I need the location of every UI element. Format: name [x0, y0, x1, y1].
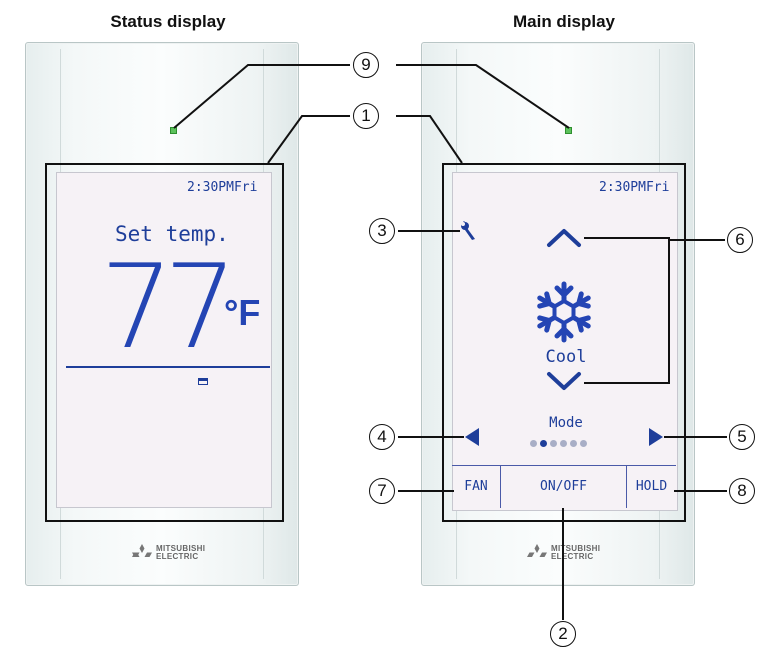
- mode-dot: [530, 440, 537, 447]
- callout-4: 4: [369, 424, 395, 450]
- temperature-value: 77: [100, 240, 238, 375]
- status-screen[interactable]: [56, 172, 272, 508]
- mode-dot-active: [540, 440, 547, 447]
- mode-dot: [570, 440, 577, 447]
- brand-name-line2: ELECTRIC: [551, 552, 594, 561]
- fan-button[interactable]: FAN: [452, 466, 501, 508]
- mode-dot: [550, 440, 557, 447]
- maintenance-wrench-icon[interactable]: [459, 221, 477, 241]
- status-brand-logo: MITSUBISHI ELECTRIC: [132, 544, 206, 561]
- button-row-top-border: [452, 465, 676, 466]
- status-clock: 2:30PMFri: [187, 180, 258, 195]
- mitsubishi-logo-icon: [132, 544, 152, 557]
- mode-dot: [560, 440, 567, 447]
- brand-name-line1: MITSUBISHI: [551, 544, 601, 553]
- hold-button[interactable]: HOLD: [635, 479, 668, 494]
- mitsubishi-logo-icon: [527, 544, 547, 557]
- main-clock: 2:30PMFri: [599, 180, 670, 195]
- temperature-unit: °F: [224, 292, 261, 333]
- filter-icon: [198, 378, 208, 385]
- mode-dot: [580, 440, 587, 447]
- status-screen-frame: [45, 163, 284, 522]
- callout-8: 8: [729, 478, 755, 504]
- callout-9: 9: [353, 52, 379, 78]
- brand-name-line2: ELECTRIC: [156, 552, 199, 561]
- mode-page-dots: [530, 440, 600, 448]
- callout-6: 6: [727, 227, 753, 253]
- callout-2: 2: [550, 621, 576, 647]
- status-display-caption: Status display: [110, 12, 226, 31]
- callout-7: 7: [369, 478, 395, 504]
- callout-1: 1: [353, 103, 379, 129]
- set-temp-label: Set temp.: [115, 222, 229, 246]
- chevron-up-icon[interactable]: [546, 226, 582, 248]
- arrow-right-icon[interactable]: [648, 427, 664, 447]
- callout-5: 5: [729, 424, 755, 450]
- callout-3: 3: [369, 218, 395, 244]
- snowflake-cool-icon: [537, 281, 591, 343]
- arrow-left-icon[interactable]: [464, 427, 480, 447]
- status-divider-line: [66, 366, 270, 368]
- mode-label: Mode: [549, 415, 583, 431]
- brand-name-line1: MITSUBISHI: [156, 544, 206, 553]
- status-led-indicator: [170, 127, 177, 134]
- mode-name-label: Cool: [545, 347, 587, 367]
- onoff-button[interactable]: ON/OFF: [501, 466, 627, 508]
- main-display-caption: Main display: [512, 12, 616, 31]
- main-brand-logo: MITSUBISHI ELECTRIC: [527, 544, 601, 561]
- chevron-down-icon[interactable]: [546, 371, 582, 393]
